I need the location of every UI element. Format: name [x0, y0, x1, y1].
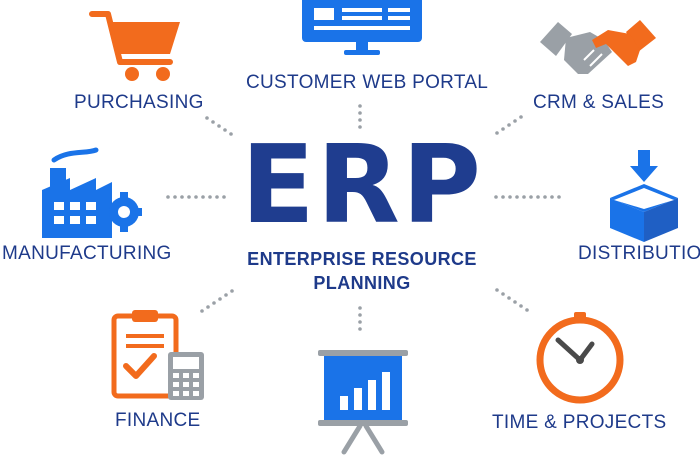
label-time-projects: TIME & PROJECTS [492, 412, 667, 433]
handshake-icon [540, 20, 656, 74]
box-download-icon [610, 150, 678, 242]
erp-title: ERP [240, 123, 484, 248]
presentation-chart-icon [318, 350, 408, 455]
label-manufacturing: MANUFACTURING [2, 243, 172, 264]
label-purchasing: PURCHASING [74, 92, 204, 113]
label-crm-sales: CRM & SALES [533, 92, 665, 113]
erp-subtitle-line2: PLANNING [313, 273, 411, 293]
shopping-cart-icon [89, 11, 180, 81]
label-customer-web-portal: CUSTOMER WEB PORTAL [246, 72, 489, 93]
monitor-icon [302, 0, 422, 55]
clock-icon [536, 312, 624, 404]
label-finance: FINANCE [115, 410, 201, 431]
factory-gear-icon [42, 147, 142, 238]
erp-subtitle-line1: ENTERPRISE RESOURCE [247, 249, 477, 269]
label-distribution: DISTRIBUTIO [578, 243, 700, 264]
clipboard-calculator-icon [111, 310, 204, 400]
